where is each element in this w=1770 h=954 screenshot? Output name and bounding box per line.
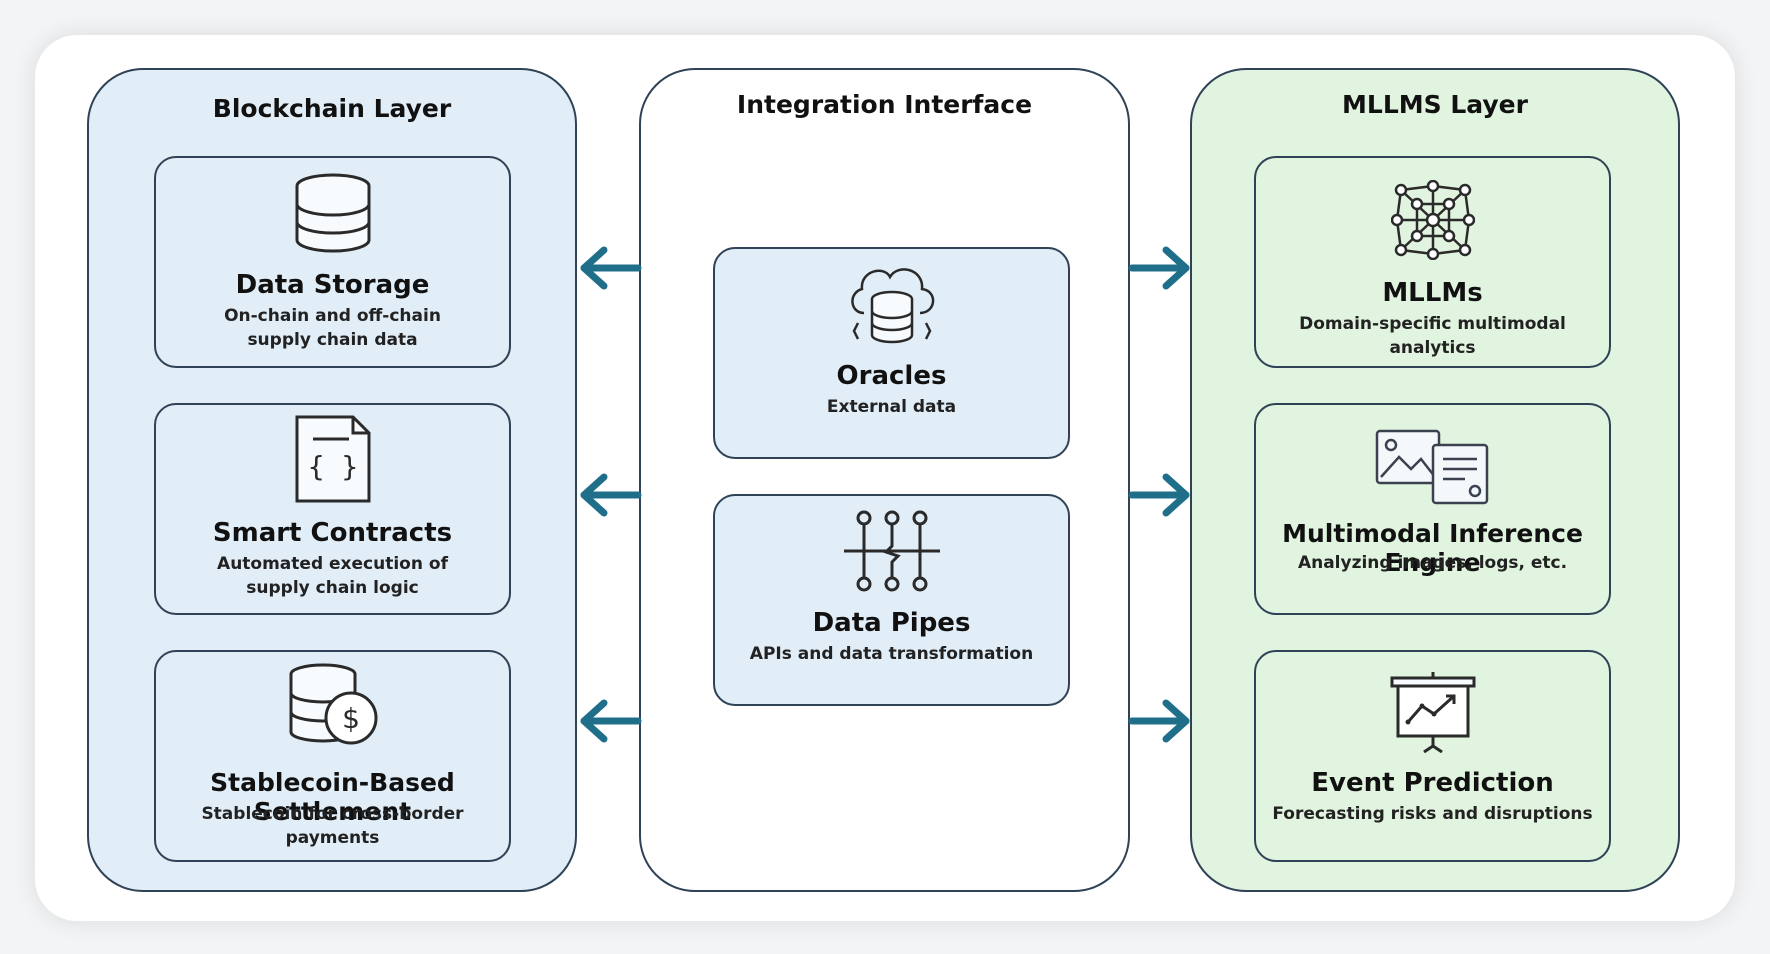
event-prediction-title: Event Prediction bbox=[1311, 768, 1554, 798]
integration-interface-title: Integration Interface bbox=[736, 90, 1033, 119]
mllms-title: MLLMs bbox=[1382, 278, 1483, 308]
arrow-to-mllms bbox=[1128, 246, 1190, 290]
oracles-desc: External data bbox=[826, 397, 957, 417]
arrow-to-multimodal-inference bbox=[1128, 473, 1190, 517]
mllms-box: MLLMs Domain-specific multimodal analyti… bbox=[1254, 156, 1611, 368]
cloud-database-icon bbox=[850, 268, 934, 344]
stablecoin-settlement-desc: Stablecoin for cross-border payments bbox=[201, 804, 464, 848]
database-icon bbox=[295, 173, 370, 253]
smart-contracts-title: Smart Contracts bbox=[212, 518, 453, 548]
data-storage-title: Data Storage bbox=[235, 270, 430, 300]
smart-contracts-desc-2: supply chain logic bbox=[246, 578, 419, 598]
svg-text:$: $ bbox=[342, 702, 360, 735]
smart-contracts-box: { } Smart Contracts Automated execution … bbox=[154, 403, 511, 615]
mllms-layer-title: MLLMS Layer bbox=[1342, 90, 1528, 119]
oracles-title: Oracles bbox=[836, 361, 947, 391]
stablecoin-settlement-box: $ Stablecoin-Based Settlement Stablecoin… bbox=[154, 650, 511, 862]
smart-contracts-desc-1: Automated execution of bbox=[217, 554, 448, 574]
multimodal-inference-desc: Analyzing images, logs, etc. bbox=[1297, 553, 1568, 573]
blockchain-layer: Blockchain Layer Data Storage On-chain a… bbox=[87, 68, 577, 892]
stablecoin-settlement-title: Stablecoin-Based Settlement bbox=[210, 768, 455, 826]
multimodal-inference-box: Multimodal Inference Engine Analyzing im… bbox=[1254, 403, 1611, 615]
data-storage-desc-2: supply chain data bbox=[247, 330, 418, 350]
multimodal-inference-title: Multimodal Inference Engine bbox=[1282, 519, 1583, 577]
svg-text:{ }: { } bbox=[307, 450, 358, 483]
mllms-layer: MLLMS Layer bbox=[1190, 68, 1680, 892]
data-pipes-title: Data Pipes bbox=[812, 608, 971, 638]
data-storage-box: Data Storage On-chain and off-chain supp… bbox=[154, 156, 511, 368]
data-pipes-box: Data Pipes APIs and data transformation bbox=[713, 494, 1070, 706]
arrow-to-event-prediction bbox=[1128, 699, 1190, 743]
stablecoin-database-icon: $ bbox=[289, 663, 377, 745]
event-prediction-box: Event Prediction Forecasting risks and d… bbox=[1254, 650, 1611, 862]
data-pipes-desc: APIs and data transformation bbox=[749, 644, 1034, 664]
neural-network-icon bbox=[1390, 180, 1475, 260]
pipeline-icon bbox=[843, 510, 940, 592]
blockchain-layer-title: Blockchain Layer bbox=[212, 94, 452, 123]
event-prediction-desc: Forecasting risks and disruptions bbox=[1272, 804, 1593, 824]
data-storage-desc-1: On-chain and off-chain bbox=[224, 306, 441, 326]
image-document-icon bbox=[1375, 429, 1488, 505]
arrow-to-data-storage bbox=[580, 246, 642, 290]
arrow-to-stablecoin-settlement bbox=[580, 699, 642, 743]
integration-interface-layer: Integration Interface Oracles External d… bbox=[639, 68, 1130, 892]
mllms-desc: Domain-specific multimodal analytics bbox=[1299, 314, 1566, 358]
arrow-to-smart-contracts bbox=[580, 473, 642, 517]
contract-document-icon: { } bbox=[295, 415, 370, 503]
presentation-chart-icon bbox=[1390, 672, 1475, 754]
oracles-box: Oracles External data bbox=[713, 247, 1070, 459]
